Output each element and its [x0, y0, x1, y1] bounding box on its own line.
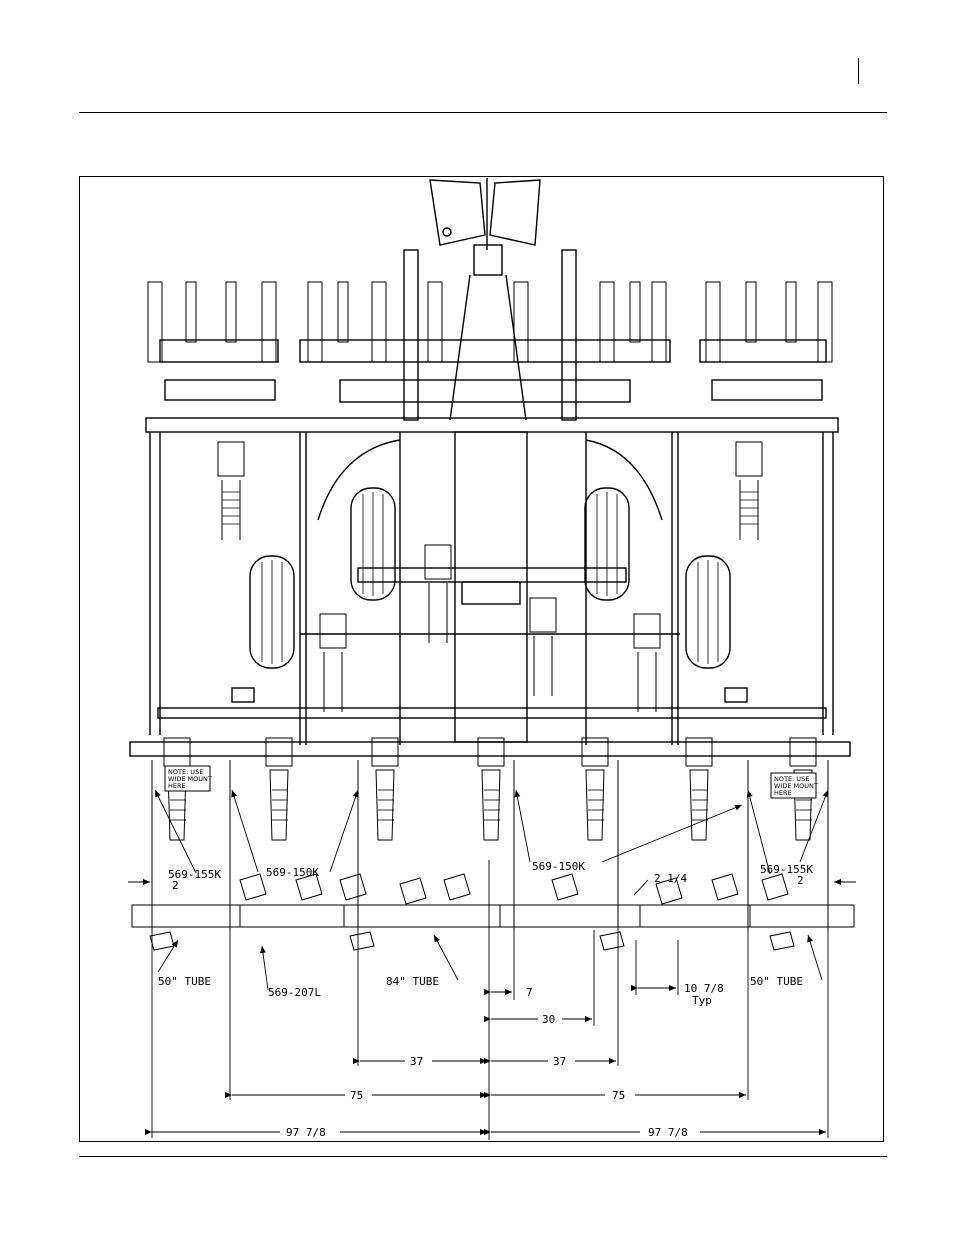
- label-2-1-4: 2 1/4: [654, 872, 687, 885]
- machine-frame: [130, 178, 850, 756]
- label-dim-7: 7: [526, 986, 533, 999]
- label-37-left: 37: [410, 1055, 423, 1068]
- label-75-right: 75: [612, 1089, 625, 1102]
- label-569-150k-left: 569-150K: [266, 866, 319, 879]
- label-569-207l: 569-207L: [268, 986, 321, 999]
- label-97-7-8-left: 97 7/8: [286, 1126, 326, 1139]
- label-typ: Typ: [692, 994, 712, 1007]
- note-left-line-3: HERE: [168, 782, 186, 790]
- spring-coils: [170, 492, 812, 820]
- note-right-line-3: HERE: [774, 789, 792, 797]
- callout-labels: 569-155K 2 569-150K 569-150K 569-155K 2 …: [158, 860, 813, 1026]
- note-box-right: NOTE: USE WIDE MOUNT HERE: [771, 773, 818, 798]
- label-qty-2-left: 2: [172, 879, 179, 892]
- note-box-left: NOTE: USE WIDE MOUNT HERE: [165, 766, 212, 791]
- wheel-treads: [262, 492, 718, 664]
- front-rank-rows: [148, 282, 832, 362]
- label-569-155k-right: 569-155K: [760, 863, 813, 876]
- rear-rank-row-units: [152, 738, 828, 930]
- dimension-lines: [152, 860, 828, 1140]
- dimension-labels: 37 37 75 75 97 7/8 97 7/8: [286, 1055, 688, 1139]
- label-dim-30: 30: [542, 1013, 555, 1026]
- label-50-tube-left: 50" TUBE: [158, 975, 211, 988]
- label-75-left: 75: [350, 1089, 363, 1102]
- label-37-right: 37: [553, 1055, 566, 1068]
- closing-wheel-rows: [132, 874, 854, 950]
- label-569-150k-right: 569-150K: [532, 860, 585, 873]
- label-97-7-8-right: 97 7/8: [648, 1126, 688, 1139]
- label-84-tube: 84" TUBE: [386, 975, 439, 988]
- label-qty-2-right: 2: [797, 874, 804, 887]
- label-50-tube-right: 50" TUBE: [750, 975, 803, 988]
- footer-rule: [79, 1156, 887, 1157]
